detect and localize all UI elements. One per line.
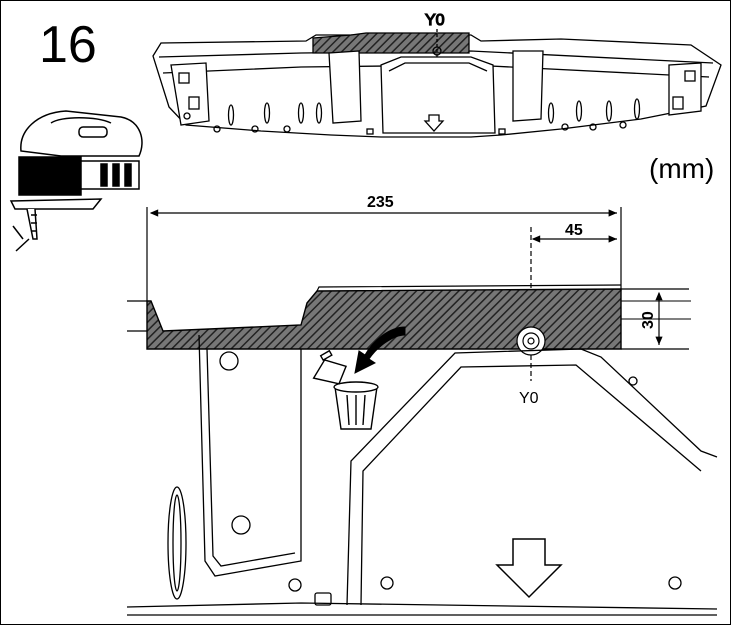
bumper-body — [126, 334, 718, 616]
curved-arrow-icon — [354, 326, 406, 374]
dim-offset: 45 — [565, 222, 583, 239]
dimension-235 — [146, 207, 622, 301]
dim-height: 30 — [640, 311, 657, 329]
screw-y0 — [516, 326, 546, 356]
trash-can-icon — [312, 349, 379, 430]
jigsaw-icon — [9, 110, 143, 252]
step-number: 16 — [39, 16, 97, 74]
unit-label: (mm) — [649, 153, 715, 184]
y0-label-top: Y0 — [425, 12, 445, 29]
cut-region — [146, 288, 622, 350]
dim-overall-width: 235 — [367, 194, 394, 211]
bumper-overview: Y0 — [152, 11, 722, 138]
down-arrow-icon — [495, 538, 563, 599]
y0-label: Y0 — [519, 390, 539, 407]
down-arrow-icon-small — [423, 114, 445, 132]
